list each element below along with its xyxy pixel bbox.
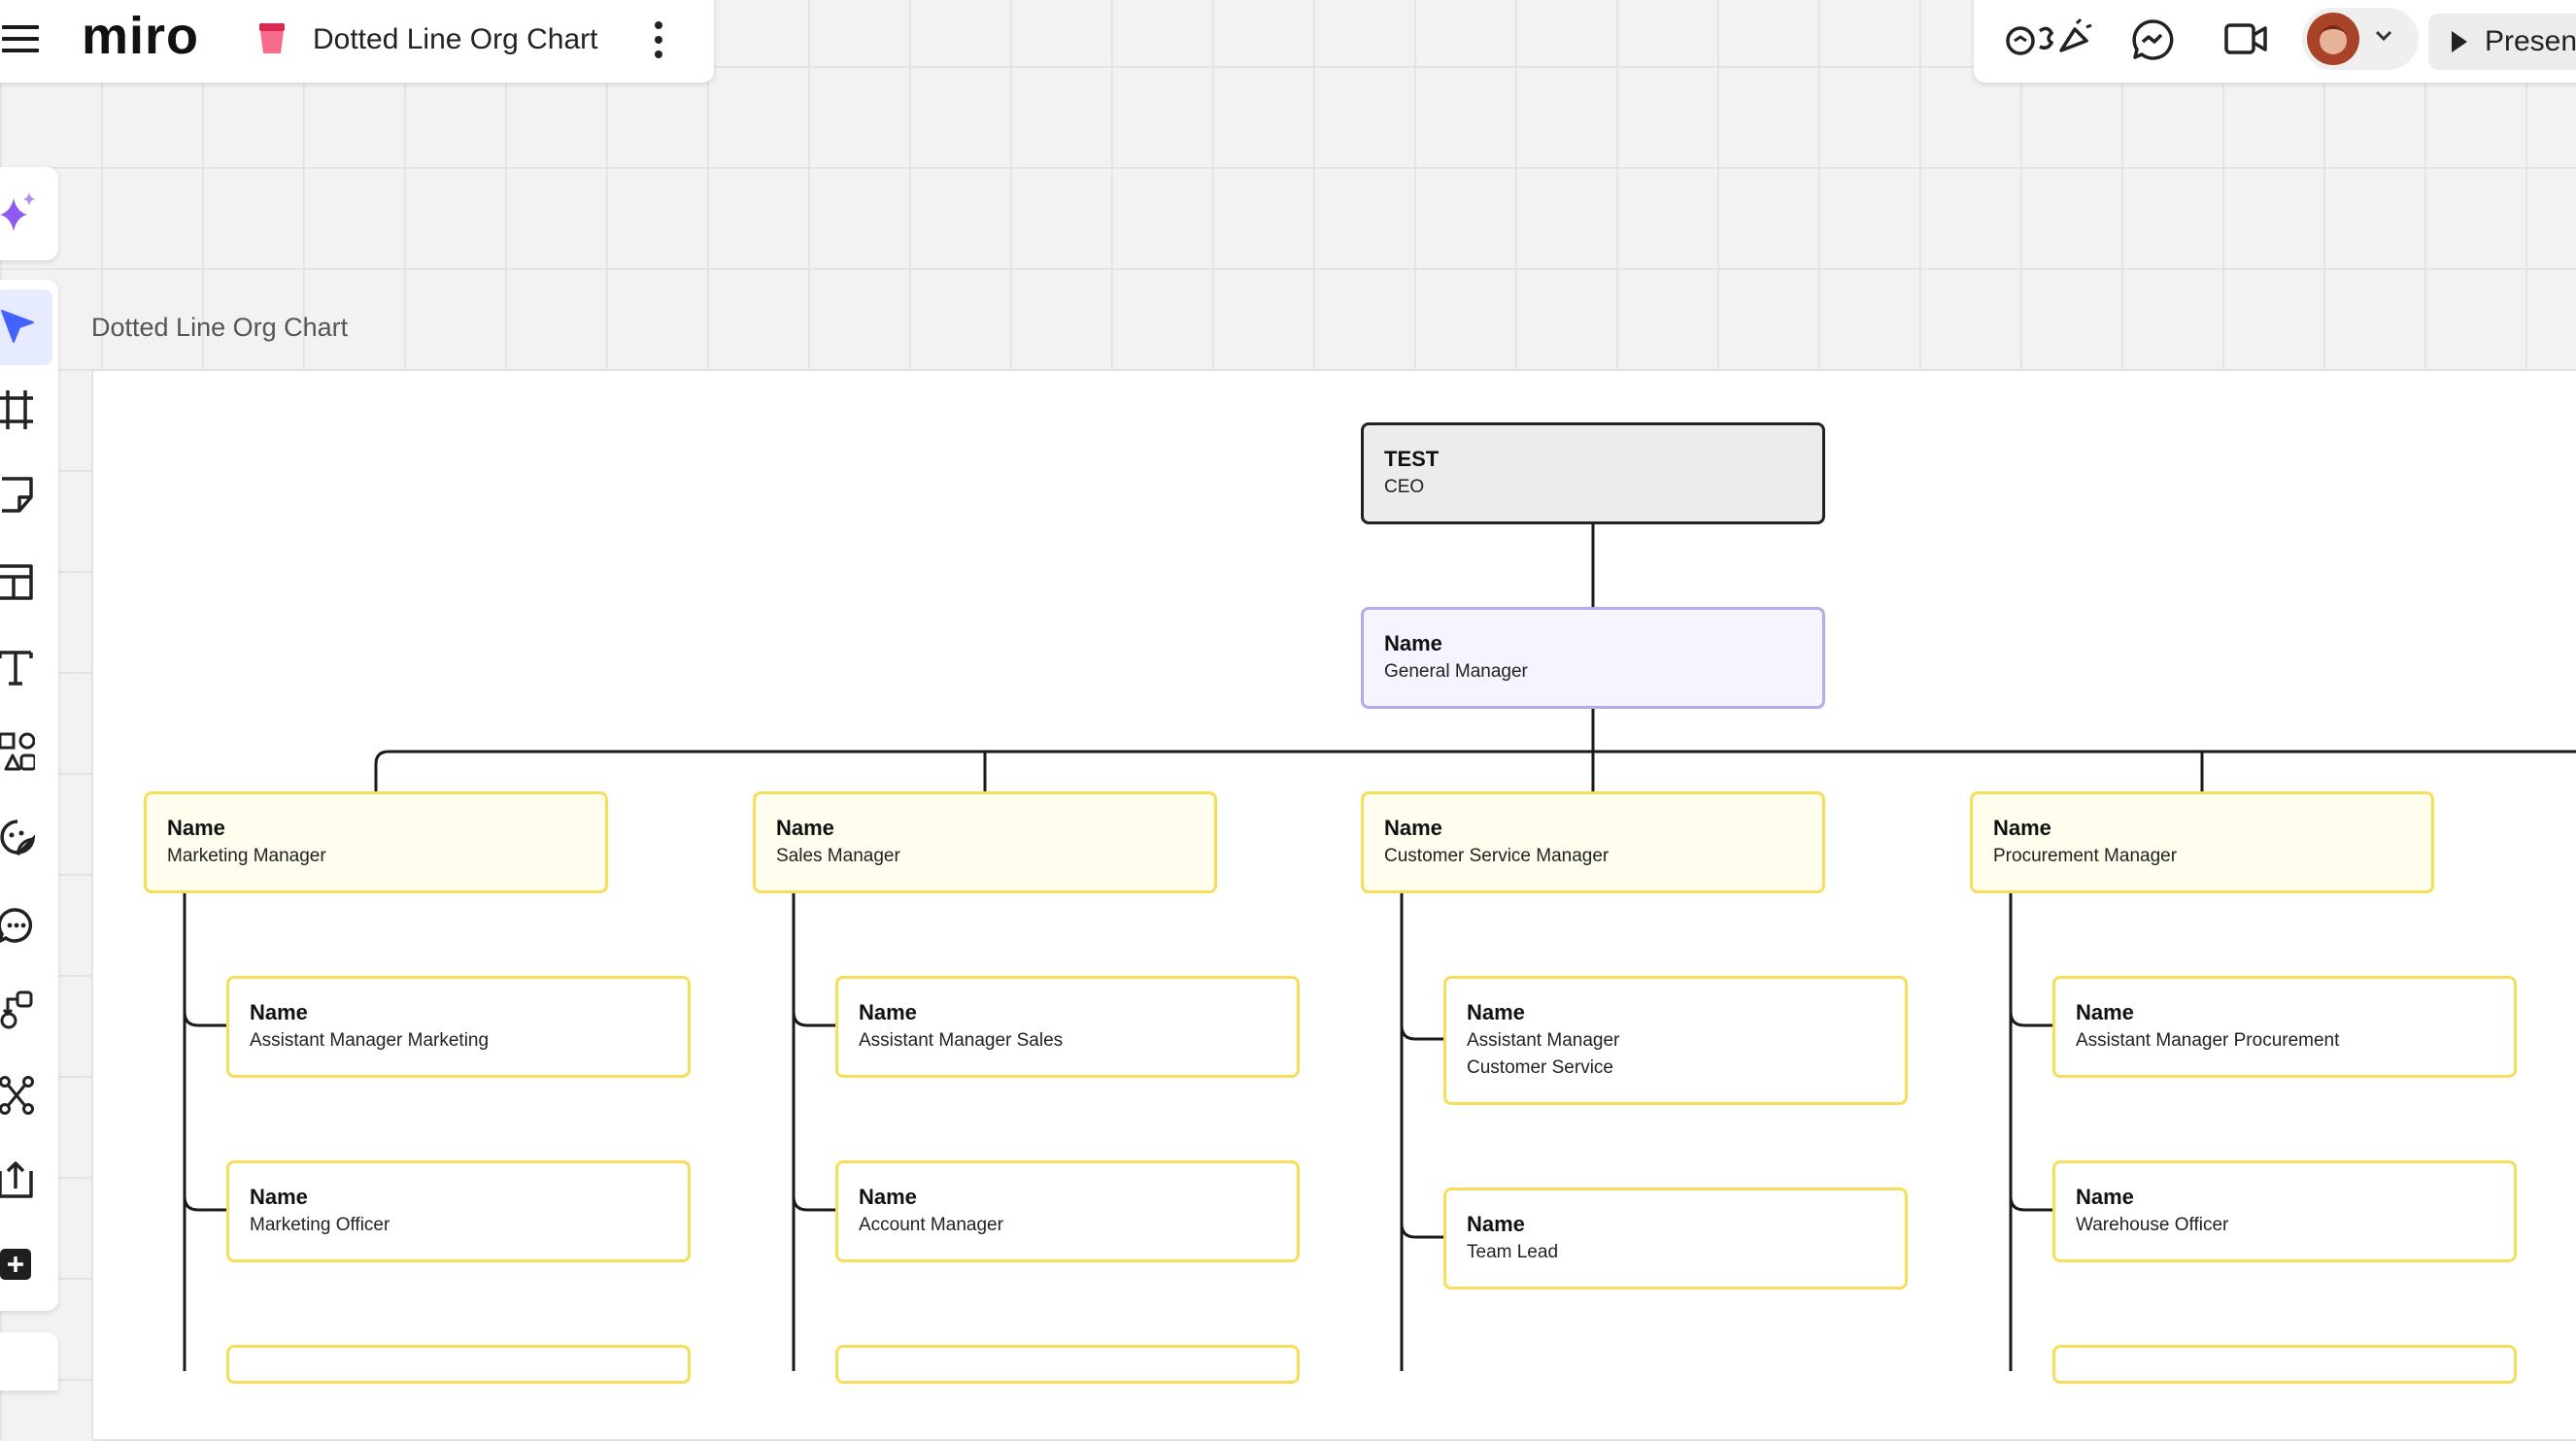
sparkles-icon[interactable] xyxy=(0,192,37,237)
person-name: Name xyxy=(859,1185,917,1209)
upload-icon[interactable] xyxy=(0,1159,35,1200)
org-card-assistant-manager-sales[interactable]: Name Assistant Manager Sales xyxy=(835,976,1300,1078)
person-role-line2: Customer Service xyxy=(1467,1057,1613,1078)
chevron-down-icon[interactable] xyxy=(2374,29,2393,43)
org-card-assistant-manager-marketing[interactable]: Name Assistant Manager Marketing xyxy=(226,976,691,1078)
chat-icon[interactable] xyxy=(2131,17,2176,62)
miro-logo[interactable]: miro xyxy=(82,7,200,65)
text-icon[interactable] xyxy=(0,649,35,687)
person-name: Name xyxy=(1384,631,1442,655)
person-role: Customer Service Manager xyxy=(1384,846,1610,866)
user-avatar[interactable] xyxy=(2306,12,2360,66)
person-role: Assistant Manager xyxy=(1467,1030,1620,1051)
person-name: Name xyxy=(2076,1185,2134,1209)
person-name: Name xyxy=(1384,816,1442,840)
org-card-warehouse-officer[interactable]: Name Warehouse Officer xyxy=(2052,1160,2517,1262)
person-name: Name xyxy=(167,816,225,840)
org-chart-frame[interactable] xyxy=(91,369,2576,1441)
person-role: Procurement Manager xyxy=(1993,846,2178,866)
person-name: Name xyxy=(1467,1212,1525,1236)
connection-line-icon[interactable] xyxy=(0,990,35,1031)
org-card-partial[interactable] xyxy=(226,1345,691,1384)
more-tools-icon[interactable] xyxy=(0,1249,31,1280)
org-card-partial[interactable] xyxy=(2052,1345,2517,1384)
org-card-ceo[interactable]: TEST CEO xyxy=(1361,422,1825,524)
reactions-icon[interactable] xyxy=(2005,17,2092,60)
org-card-marketing-manager[interactable]: Name Marketing Manager xyxy=(144,791,608,893)
sticker-icon[interactable] xyxy=(0,820,35,858)
person-name: TEST xyxy=(1384,447,1440,471)
person-name: Name xyxy=(859,1000,917,1024)
frame-icon[interactable] xyxy=(0,390,33,429)
person-name: Name xyxy=(1467,1000,1525,1024)
board-bucket-icon[interactable] xyxy=(254,21,289,56)
person-name: Name xyxy=(2076,1000,2134,1024)
mind-map-icon[interactable] xyxy=(0,1076,35,1115)
connector-lines xyxy=(183,522,2576,1371)
person-role: Team Lead xyxy=(1467,1242,1559,1262)
template-icon[interactable] xyxy=(0,563,35,602)
person-role: Warehouse Officer xyxy=(2076,1215,2229,1235)
org-card-sales-manager[interactable]: Name Sales Manager xyxy=(753,791,1217,893)
org-card-assistant-manager-customer-service[interactable]: Name Assistant Manager Customer Service xyxy=(1443,976,1908,1105)
person-role: CEO xyxy=(1384,477,1425,497)
board-name[interactable]: Dotted Line Org Chart xyxy=(313,23,598,55)
present-button[interactable]: Presen xyxy=(2428,14,2576,70)
person-name: Name xyxy=(776,816,834,840)
person-name: Name xyxy=(250,1000,308,1024)
board-header-panel xyxy=(0,0,714,83)
org-card-account-manager[interactable]: Name Account Manager xyxy=(835,1160,1300,1262)
person-role: Account Manager xyxy=(859,1215,1003,1235)
present-label: Presen xyxy=(2485,25,2576,57)
org-card-general-manager[interactable]: Name General Manager xyxy=(1361,607,1825,709)
person-role: Assistant Manager Marketing xyxy=(250,1030,490,1051)
video-call-icon[interactable] xyxy=(2224,21,2269,56)
person-role: Assistant Manager Sales xyxy=(859,1030,1064,1051)
org-card-customer-service-manager[interactable]: Name Customer Service Manager xyxy=(1361,791,1825,893)
org-card-team-lead[interactable]: Name Team Lead xyxy=(1443,1188,1908,1290)
person-name: Name xyxy=(1993,816,2051,840)
person-role: General Manager xyxy=(1384,661,1528,682)
shapes-icon[interactable] xyxy=(0,732,35,771)
org-card-procurement-manager[interactable]: Name Procurement Manager xyxy=(1970,791,2434,893)
comment-icon[interactable] xyxy=(0,907,35,946)
frame-title[interactable]: Dotted Line Org Chart xyxy=(91,313,349,342)
sticky-note-icon[interactable] xyxy=(0,476,35,515)
person-name: Name xyxy=(250,1185,308,1209)
org-card-partial[interactable] xyxy=(835,1345,1300,1384)
org-card-marketing-officer[interactable]: Name Marketing Officer xyxy=(226,1160,691,1262)
person-role: Sales Manager xyxy=(776,846,900,866)
person-role: Assistant Manager Procurement xyxy=(2076,1030,2340,1051)
play-icon xyxy=(2452,31,2467,52)
person-role: Marketing Manager xyxy=(167,846,326,866)
person-role: Marketing Officer xyxy=(250,1215,390,1235)
select-cursor-icon[interactable] xyxy=(0,309,35,346)
org-card-assistant-manager-procurement[interactable]: Name Assistant Manager Procurement xyxy=(2052,976,2517,1078)
hamburger-menu-icon[interactable] xyxy=(2,21,41,56)
more-vertical-icon[interactable] xyxy=(649,19,668,62)
tools-toolbar xyxy=(0,280,58,1311)
